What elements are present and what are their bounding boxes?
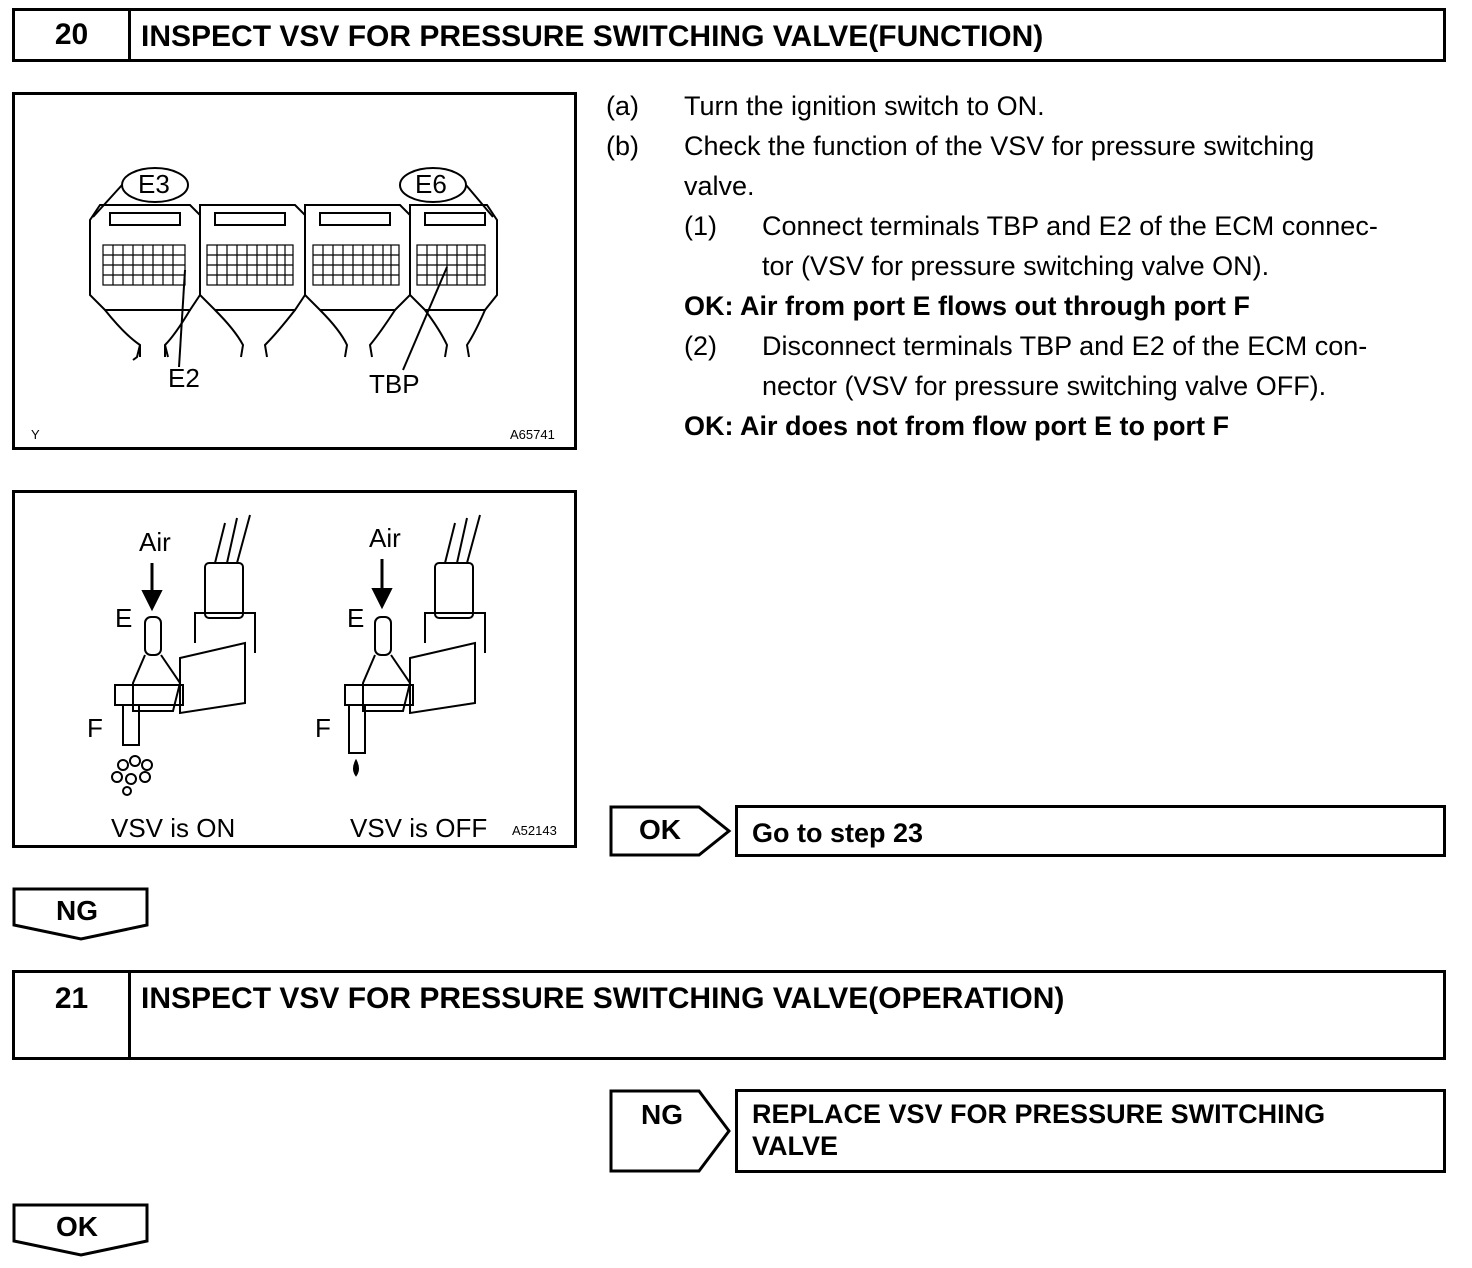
- connector-e3-label: E3: [138, 169, 170, 199]
- ng-down-arrow: NG: [12, 887, 150, 941]
- step-a-text: Turn the ignition switch to ON.: [684, 91, 1045, 121]
- terminal-e2-label: E2: [168, 363, 200, 393]
- substep-1-line1: Connect terminals TBP and E2 of the ECM …: [762, 211, 1378, 241]
- vsv-operation-figure: Air Air E E F F VSV is ON VSV is OFF A52…: [12, 490, 577, 848]
- substep-2-marker: (2): [684, 331, 717, 361]
- ok-criterion-1: OK: Air from port E flows out through po…: [684, 291, 1250, 321]
- result-ok-action-text: Go to step 23: [752, 818, 924, 848]
- step-number: 20: [15, 11, 131, 59]
- ecm-connector-drawing: [89, 167, 498, 371]
- step-20-header: 20 INSPECT VSV FOR PRESSURE SWITCHING VA…: [12, 8, 1446, 62]
- step-b-marker: (b): [606, 131, 639, 161]
- vsv-off-drawing: [344, 514, 486, 777]
- pointer-arrow-shape: [609, 805, 732, 857]
- port-f-label-off: F: [315, 713, 331, 743]
- vsv-on-drawing: [111, 514, 256, 796]
- substep-1-marker: (1): [684, 211, 717, 241]
- port-e-label-off: E: [347, 603, 365, 633]
- corner-mark: Y: [31, 427, 40, 442]
- result-ng-action: REPLACE VSV FOR PRESSURE SWITCHING VALVE: [735, 1089, 1446, 1173]
- ok-down-arrow: OK: [12, 1203, 150, 1257]
- substep-2-line1: Disconnect terminals TBP and E2 of the E…: [762, 331, 1368, 361]
- ng-arrow-label: NG: [56, 895, 98, 926]
- step-21-header: 21 INSPECT VSV FOR PRESSURE SWITCHING VA…: [12, 970, 1446, 1060]
- result-ok-label: OK: [639, 814, 681, 845]
- pointer-arrow-shape: [609, 1089, 731, 1173]
- step-b-line2: valve.: [684, 171, 755, 201]
- step-title: INSPECT VSV FOR PRESSURE SWITCHING VALVE…: [141, 20, 1044, 53]
- ok-criterion-2: OK: Air does not from flow port E to por…: [684, 411, 1229, 441]
- step-title: INSPECT VSV FOR PRESSURE SWITCHING VALVE…: [141, 982, 1065, 1015]
- down-arrow-shape: [12, 1203, 149, 1257]
- connector-e6-label: E6: [415, 169, 447, 199]
- air-label-off: Air: [369, 523, 401, 553]
- result-ok-pointer: OK: [609, 805, 733, 857]
- ok-arrow-label: OK: [56, 1211, 98, 1242]
- result-ng-label: NG: [641, 1099, 683, 1130]
- port-e-label-on: E: [115, 603, 133, 633]
- ecm-connector-figure: E3 E6 E2 TBP Y A65741: [12, 92, 577, 450]
- air-label-on: Air: [139, 527, 171, 557]
- step-b-line1: Check the function of the VSV for pressu…: [684, 131, 1315, 161]
- caption-vsv-off: VSV is OFF: [350, 813, 488, 843]
- instruction-block: (a) Turn the ignition switch to ON. (b) …: [606, 86, 1446, 446]
- step-a-marker: (a): [606, 91, 639, 121]
- port-f-label-on: F: [87, 713, 103, 743]
- result-ng-pointer: NG: [609, 1089, 733, 1173]
- result-ng-action-line2: VALVE: [752, 1131, 839, 1161]
- result-ok-action: Go to step 23: [735, 805, 1446, 857]
- vsv-drawing: [111, 514, 486, 796]
- terminal-tbp-label: TBP: [369, 369, 420, 399]
- figure-code: A65741: [510, 427, 555, 442]
- step-number: 21: [15, 973, 131, 1057]
- result-ng-action-line1: REPLACE VSV FOR PRESSURE SWITCHING: [752, 1099, 1326, 1129]
- figure-code: A52143: [512, 823, 557, 838]
- substep-1-line2: tor (VSV for pressure switching valve ON…: [762, 251, 1270, 281]
- caption-vsv-on: VSV is ON: [111, 813, 236, 843]
- down-arrow-shape: [12, 887, 149, 941]
- substep-2-line2: nector (VSV for pressure switching valve…: [762, 371, 1327, 401]
